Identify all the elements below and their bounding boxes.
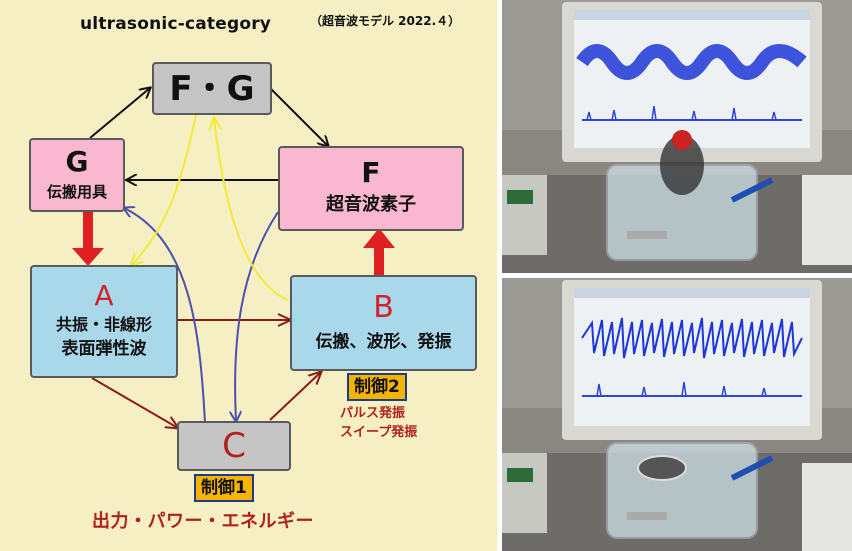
- node-a: A 共振・非線形 表面弾性波: [30, 265, 178, 378]
- node-a-letter: A: [94, 278, 114, 312]
- control2-note-sweep: スイープ発振: [340, 425, 418, 440]
- arrow-c-to-g: [124, 208, 206, 424]
- node-a-line1: 共振・非線形: [55, 314, 152, 334]
- arrow-g-to-a: [72, 212, 104, 266]
- node-fg-label: F・G: [169, 68, 255, 109]
- footer-caption: 出力・パワー・エネルギー: [92, 511, 314, 532]
- control2-note-pulse: パルス発振: [340, 406, 406, 421]
- node-b-letter: B: [373, 289, 394, 325]
- arrow-fg-to-f: [269, 87, 328, 146]
- node-b-text: 伝搬、波形、発振: [315, 331, 452, 352]
- arrow-f-to-c: [235, 211, 279, 421]
- arrow-c-to-b: [269, 372, 321, 421]
- node-a-line2: 表面弾性波: [61, 339, 147, 360]
- node-c-letter: C: [222, 426, 246, 466]
- experiment-photo-top: [502, 0, 852, 273]
- node-c: C: [177, 421, 291, 471]
- category-diagram: ultrasonic-category （超音波モデル 2022.４） F・G …: [0, 0, 497, 551]
- node-g-text: 伝搬用具: [46, 182, 107, 201]
- node-f-text: 超音波素子: [326, 194, 416, 216]
- node-g-letter: G: [65, 144, 89, 178]
- arrow-b-to-f: [363, 228, 395, 275]
- arrow-layer: [72, 0, 395, 551]
- arrow-a-to-c: [91, 377, 178, 428]
- arrow-fg-to-a: [131, 114, 197, 266]
- photo-top-drawing: [502, 0, 852, 273]
- arrow-b-to-fg: [214, 118, 289, 301]
- node-g: G 伝搬用具: [29, 138, 125, 212]
- diagram-subtitle: （超音波モデル 2022.４）: [310, 14, 461, 28]
- control1-label: 制御1: [194, 474, 254, 502]
- node-fg: F・G: [152, 62, 272, 115]
- node-b: B 伝搬、波形、発振: [290, 275, 477, 371]
- control2-label: 制御2: [347, 373, 407, 401]
- diagram-title: ultrasonic-category: [80, 14, 272, 34]
- node-f-letter: F: [361, 156, 381, 190]
- arrow-g-to-fg: [89, 88, 150, 139]
- experiment-photo-bottom: [502, 278, 852, 551]
- node-f: F 超音波素子: [278, 146, 464, 231]
- photo-bottom-drawing: [502, 278, 852, 551]
